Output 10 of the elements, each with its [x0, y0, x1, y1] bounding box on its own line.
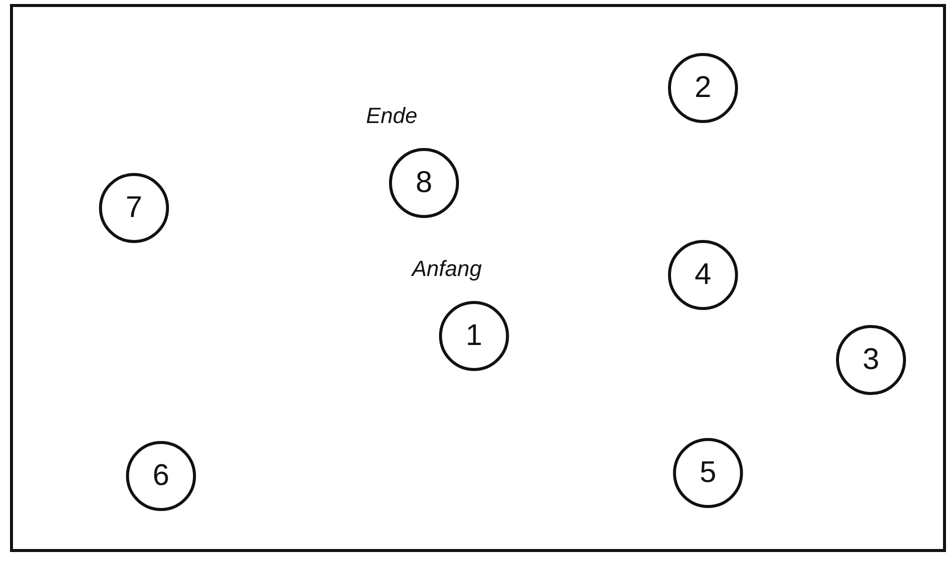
numbered-circle: 8: [389, 148, 459, 218]
numbered-circle: 4: [668, 240, 738, 310]
numbered-circle: 6: [126, 441, 196, 511]
numbered-circle: 5: [673, 438, 743, 508]
numbered-circle: 7: [99, 173, 169, 243]
numbered-circle: 3: [836, 325, 906, 395]
node-caption: Anfang: [412, 256, 482, 282]
numbered-circle: 1: [439, 301, 509, 371]
numbered-circle: 2: [668, 53, 738, 123]
node-caption: Ende: [366, 103, 418, 129]
